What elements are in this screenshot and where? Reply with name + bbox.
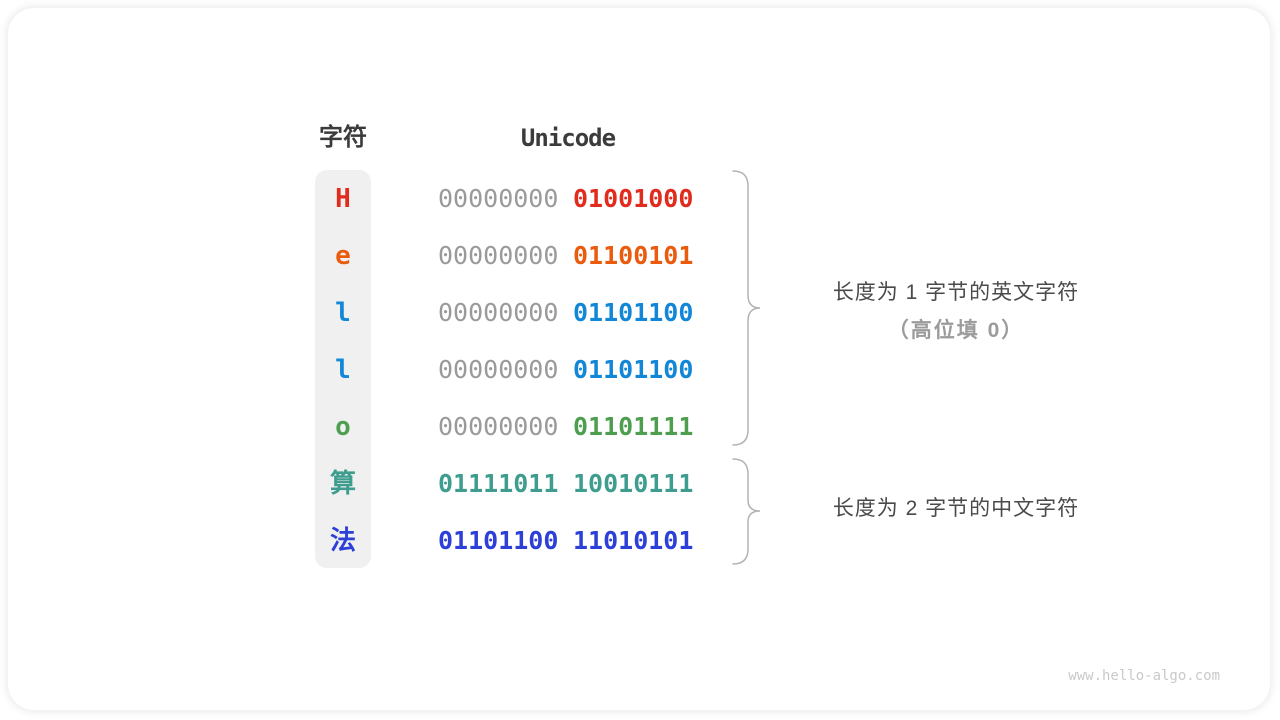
annotation-english-line1: 长度为 1 字节的英文字符 xyxy=(832,281,1080,304)
char-cell: e xyxy=(335,241,351,271)
byte-high: 00000000 xyxy=(438,298,559,327)
watermark: www.hello-algo.com xyxy=(1068,668,1220,684)
byte-high: 00000000 xyxy=(438,241,559,270)
byte-high: 00000000 xyxy=(438,412,559,441)
annotation-english-line2: （高位填 0） xyxy=(887,319,1025,342)
byte-low: 01100101 xyxy=(573,241,694,270)
figure-card: 字符 Unicode H 00000000 01001000 e 0000000… xyxy=(8,8,1270,710)
table-row: e 00000000 01100101 xyxy=(8,236,1280,276)
byte-high: 00000000 xyxy=(438,184,559,213)
table-row: o 00000000 01101111 xyxy=(8,407,1280,447)
table-row: 法 01101100 11010101 xyxy=(8,521,1280,561)
column-header-unicode: Unicode xyxy=(520,124,616,152)
byte-low: 01101100 xyxy=(573,298,694,327)
table-row: 算 01111011 10010111 xyxy=(8,464,1280,504)
char-cell: 法 xyxy=(329,526,356,556)
char-cell: H xyxy=(335,184,351,214)
byte-high: 01101100 xyxy=(438,526,559,555)
table-row: l 00000000 01101100 xyxy=(8,293,1280,333)
byte-low: 01101100 xyxy=(573,355,694,384)
annotation-english-group: 长度为 1 字节的英文字符 （高位填 0） xyxy=(778,274,1134,350)
character-column-band xyxy=(315,170,371,568)
char-cell: l xyxy=(335,355,351,385)
char-cell: l xyxy=(335,298,351,328)
byte-low: 10010111 xyxy=(573,469,694,498)
char-cell: o xyxy=(335,412,351,442)
table-row: l 00000000 01101100 xyxy=(8,350,1280,390)
char-cell: 算 xyxy=(329,469,356,499)
byte-low: 01001000 xyxy=(573,184,694,213)
byte-low: 01101111 xyxy=(573,412,694,441)
table-row: H 00000000 01001000 xyxy=(8,179,1280,219)
byte-high: 00000000 xyxy=(438,355,559,384)
byte-high: 01111011 xyxy=(438,469,559,498)
annotation-chinese-group: 长度为 2 字节的中文字符 xyxy=(832,497,1080,520)
column-header-character: 字符 xyxy=(319,124,367,151)
byte-low: 11010101 xyxy=(573,526,694,555)
